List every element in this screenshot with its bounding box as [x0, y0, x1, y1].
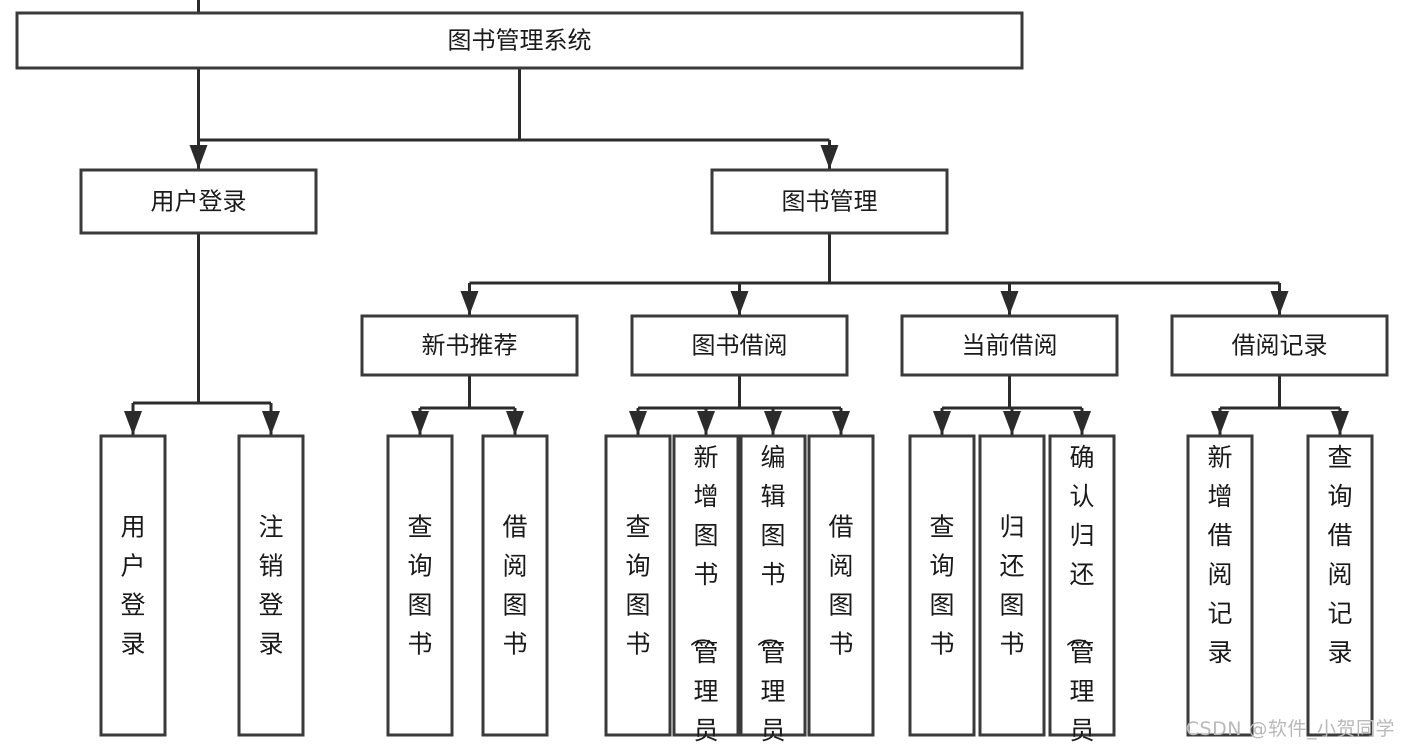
node-box[interactable] — [15, 11, 1024, 70]
arrow-head-icon — [629, 411, 647, 435]
node-box[interactable] — [360, 314, 579, 377]
node-level3-node-图书借阅[interactable]: 图书借阅 — [630, 314, 849, 377]
node-label: 图书借阅 — [692, 332, 788, 360]
node-box[interactable] — [79, 168, 318, 235]
node-label: 用户登录 — [120, 513, 145, 659]
node-level2-node-图书管理[interactable]: 图书管理 — [710, 168, 949, 235]
node-label: 查询借阅记录 — [1327, 443, 1352, 667]
arrow-head-icon — [262, 411, 280, 435]
arrow-head-icon — [820, 145, 839, 169]
node-root-node-图书管理系统[interactable]: 图书管理系统 — [15, 11, 1024, 70]
node-level3-node-当前借阅[interactable]: 当前借阅 — [900, 314, 1119, 377]
arrow-head-icon — [764, 411, 782, 435]
node-label: 新增借阅记录 — [1207, 443, 1232, 667]
node-label: 新书推荐 — [422, 332, 518, 360]
node-leaf-7-node-借阅图书[interactable]: 借阅图书 — [807, 434, 875, 737]
arrow-head-icon — [1270, 291, 1289, 315]
node-leaf-11-node-新增借阅记录[interactable]: 新增借阅记录 — [1186, 434, 1254, 737]
node-leaf-2-node-查询图书[interactable]: 查询图书 — [386, 434, 454, 737]
node-label: 查询图书 — [407, 513, 432, 659]
node-label: 借阅图书 — [502, 513, 527, 659]
node-leaf-12-node-查询借阅记录[interactable]: 查询借阅记录 — [1306, 434, 1374, 737]
arrow-head-icon — [124, 411, 142, 435]
arrow-head-icon — [1211, 411, 1229, 435]
node-label: 查询图书 — [625, 513, 650, 659]
node-leaf-1-node-注销登录[interactable]: 注销登录 — [237, 434, 305, 737]
node-box[interactable] — [481, 434, 549, 737]
node-label: 归还图书 — [999, 513, 1024, 659]
node-leaf-5-node-新增图书管理员[interactable]: 新增图书（管理员） — [672, 434, 740, 747]
watermark-text: CSDN @软件_小贺同学 — [1185, 718, 1395, 740]
arrow-head-icon — [730, 291, 749, 315]
node-label: 借阅图书 — [828, 513, 853, 659]
node-box[interactable] — [978, 434, 1046, 737]
node-leaf-0-node-用户登录[interactable]: 用户登录 — [99, 434, 167, 737]
node-label: 注销登录 — [258, 513, 283, 659]
arrow-head-icon — [697, 411, 715, 435]
node-label: 当前借阅 — [962, 332, 1058, 360]
node-leaf-3-node-借阅图书[interactable]: 借阅图书 — [481, 434, 549, 737]
node-box[interactable] — [1048, 434, 1116, 737]
arrow-head-icon — [460, 291, 479, 315]
node-leaf-9-node-归还图书[interactable]: 归还图书 — [978, 434, 1046, 737]
node-leaf-8-node-查询图书[interactable]: 查询图书 — [908, 434, 976, 737]
node-box[interactable] — [739, 434, 807, 737]
node-box[interactable] — [630, 314, 849, 377]
node-label: 编辑图书（管理员） — [754, 443, 785, 747]
node-box[interactable] — [237, 434, 305, 737]
node-box[interactable] — [908, 434, 976, 737]
node-level3-node-新书推荐[interactable]: 新书推荐 — [360, 314, 579, 377]
node-leaf-10-node-确认归还管理员[interactable]: 确认归还（管理员） — [1048, 434, 1116, 747]
node-label: 用户登录 — [151, 188, 247, 216]
arrow-head-icon — [1331, 411, 1349, 435]
node-label: 借阅记录 — [1232, 332, 1328, 360]
arrow-head-icon — [1073, 411, 1091, 435]
node-label: 新增图书（管理员） — [687, 443, 718, 747]
node-box[interactable] — [710, 168, 949, 235]
node-box[interactable] — [1186, 434, 1254, 737]
arrow-head-icon — [411, 411, 429, 435]
arrow-head-icon — [506, 411, 524, 435]
node-level2-node-用户登录[interactable]: 用户登录 — [79, 168, 318, 235]
node-label: 图书管理 — [782, 188, 878, 216]
arrow-head-icon — [1000, 291, 1019, 315]
node-box[interactable] — [386, 434, 454, 737]
node-box[interactable] — [1306, 434, 1374, 737]
node-box[interactable] — [99, 434, 167, 737]
node-box[interactable] — [1170, 314, 1389, 377]
arrow-head-icon — [832, 411, 850, 435]
node-box[interactable] — [672, 434, 740, 737]
node-level3-node-借阅记录[interactable]: 借阅记录 — [1170, 314, 1389, 377]
node-box[interactable] — [604, 434, 672, 737]
node-leaf-4-node-查询图书[interactable]: 查询图书 — [604, 434, 672, 737]
node-leaf-6-node-编辑图书管理员[interactable]: 编辑图书（管理员） — [739, 434, 807, 747]
arrow-head-icon — [933, 411, 951, 435]
node-layer: 图书管理系统用户登录图书管理新书推荐图书借阅当前借阅借阅记录用户登录注销登录查询… — [15, 11, 1389, 747]
node-label: 图书管理系统 — [448, 27, 592, 55]
node-box[interactable] — [900, 314, 1119, 377]
node-label: 确认归还（管理员） — [1063, 443, 1094, 747]
arrow-head-icon — [1003, 411, 1021, 435]
connector-layer — [124, 0, 1349, 435]
node-label: 查询图书 — [929, 513, 954, 659]
node-box[interactable] — [807, 434, 875, 737]
